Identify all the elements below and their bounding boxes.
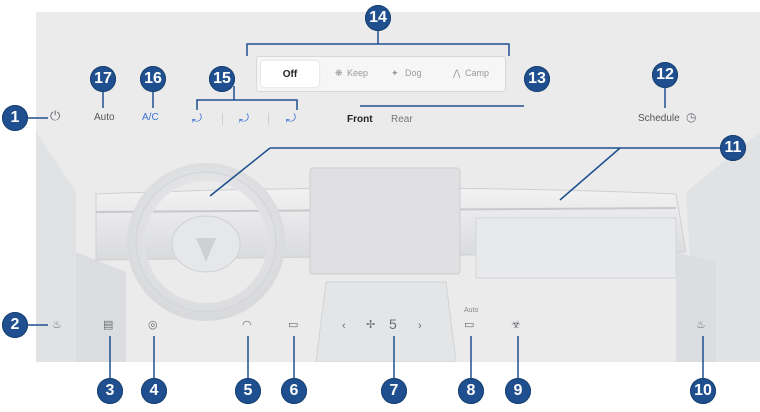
callout-1: 1 <box>2 105 28 131</box>
callout-13: 13 <box>524 66 550 92</box>
vent-windshield-icon[interactable]: ⤾ <box>286 111 296 125</box>
recirculate-auto-label: Auto <box>464 307 479 314</box>
callout-2: 2 <box>2 312 28 338</box>
mode-off-button[interactable]: Off <box>261 61 319 87</box>
driver-seat-heater-icon[interactable]: ♨ <box>52 319 62 331</box>
vent-divider <box>222 113 223 125</box>
callout-5: 5 <box>235 378 261 404</box>
callout-11: 11 <box>720 135 746 161</box>
mode-off-label: Off <box>282 68 298 80</box>
fan-increase-button[interactable]: › <box>418 320 422 332</box>
passenger-seat-heater-icon[interactable]: ♨ <box>696 319 706 331</box>
callout-10: 10 <box>690 378 716 404</box>
callout-3: 3 <box>97 378 123 404</box>
vent-divider <box>268 113 269 125</box>
cabin-illustration <box>36 132 760 362</box>
callout-15: 15 <box>209 66 235 92</box>
callout-4: 4 <box>141 378 167 404</box>
rear-tab[interactable]: Rear <box>391 114 413 125</box>
dog-icon[interactable]: ✦ <box>391 68 399 78</box>
callout-17: 17 <box>90 66 116 92</box>
power-icon[interactable]: ⏻ <box>50 108 61 123</box>
mode-dog-label[interactable]: Dog <box>405 68 422 78</box>
mode-keep-label[interactable]: Keep <box>347 68 369 78</box>
fan-icon: ✢ <box>366 319 376 331</box>
camp-icon[interactable]: ⋀ <box>453 68 461 78</box>
callout-16: 16 <box>140 66 166 92</box>
rear-defrost-icon[interactable]: ▤ <box>103 319 114 331</box>
fan-decrease-button[interactable]: ‹ <box>342 320 346 332</box>
steering-heater-icon[interactable]: ◎ <box>148 319 158 331</box>
callout-8: 8 <box>458 378 484 404</box>
rear-window-defrost-icon[interactable]: ▭ <box>288 319 299 331</box>
callout-7: 7 <box>381 378 407 404</box>
bioweapon-defense-icon[interactable]: ☣ <box>511 319 521 331</box>
clock-icon[interactable]: ◷ <box>686 110 697 124</box>
schedule-button[interactable]: Schedule <box>638 113 680 124</box>
front-defrost-icon[interactable]: ◠ <box>242 319 252 331</box>
mode-camp-label[interactable]: Camp <box>465 68 490 78</box>
vent-face-icon[interactable]: ⤾ <box>192 111 202 125</box>
front-tab[interactable]: Front <box>347 114 373 125</box>
auto-button[interactable]: Auto <box>94 112 115 123</box>
callout-9: 9 <box>505 378 531 404</box>
callout-6: 6 <box>281 378 307 404</box>
recirculate-icon[interactable]: ▭ <box>464 319 475 331</box>
vent-feet-icon[interactable]: ⤾ <box>239 111 249 125</box>
keep-icon[interactable]: ❋ <box>335 68 343 78</box>
fan-speed-value: 5 <box>389 316 397 332</box>
callout-12: 12 <box>652 62 678 88</box>
ac-button[interactable]: A/C <box>142 112 159 123</box>
callout-14: 14 <box>365 5 391 31</box>
cabin-mode-selector: Off ❋ Keep ✦ Dog ⋀ Camp <box>256 56 506 92</box>
